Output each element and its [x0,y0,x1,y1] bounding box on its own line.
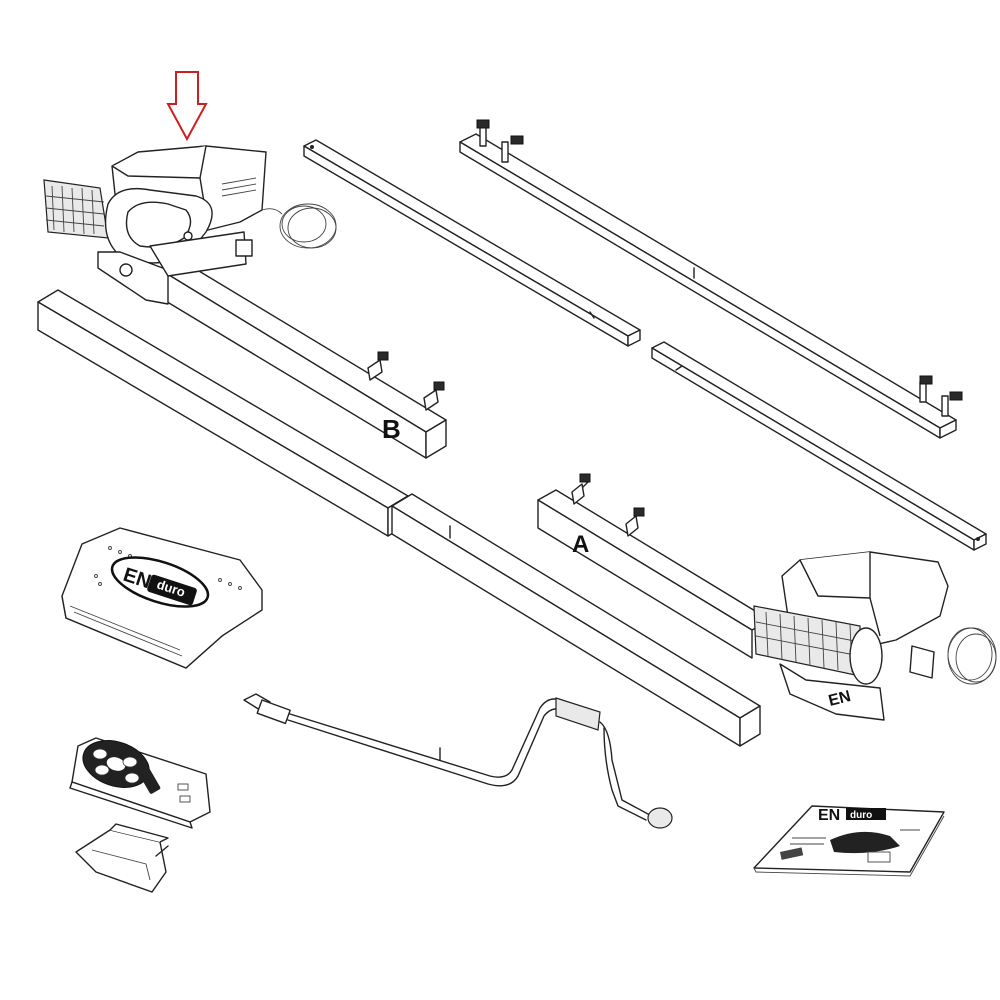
bolt-icon [501,135,524,163]
remote-control [69,737,211,829]
bolt-icon [919,375,933,403]
motor-unit-a: EN [753,551,997,721]
bolt-icon [367,351,389,381]
rail-a: A [537,473,771,659]
rail-a-label: A [572,531,589,558]
manual-booklet: EN duro [753,805,945,877]
rail-b-label: B [382,414,401,444]
control-box: EN duro [61,527,263,669]
manual-brand-duro: duro [850,810,872,821]
bolt-icon [941,391,963,417]
motor-unit-b [43,145,337,305]
bolt-icon [625,507,645,537]
crank-handle [243,693,673,829]
bolt-icon [476,119,490,147]
remote-holder [75,823,169,893]
bolt-icon [423,381,445,411]
top-rail-with-bolts [459,119,963,439]
arrow-down-icon [166,71,208,142]
thin-rail-left [303,139,641,347]
thin-rail-right [651,341,987,551]
motor-a-brand: EN [827,688,853,710]
main-rail [37,289,761,747]
bolt-icon [571,473,591,505]
manual-brand-en: EN [818,807,840,824]
